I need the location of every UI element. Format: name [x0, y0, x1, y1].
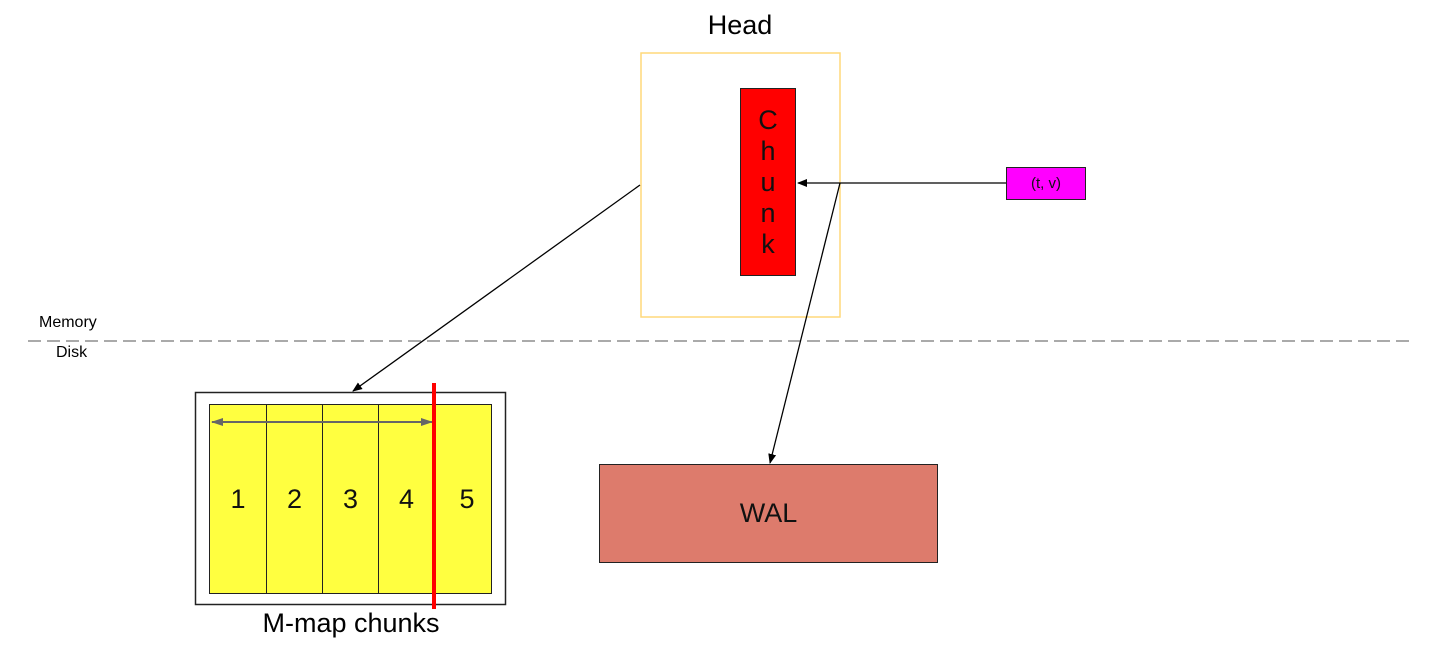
- head-chunk-letter: n: [760, 197, 776, 228]
- mmap-chunk-number: 3: [342, 483, 359, 514]
- head-chunk-letter: h: [760, 135, 776, 166]
- wal-label: WAL: [739, 498, 798, 528]
- mmap-chunk-number: 1: [230, 483, 246, 514]
- head-title: Head: [707, 10, 773, 40]
- mmap-chunk-cell: 3: [322, 404, 379, 594]
- sample-label: (t, v): [1031, 175, 1061, 192]
- mmap-label: M-map chunks: [262, 608, 440, 638]
- sample-box: (t, v): [1006, 167, 1086, 200]
- mmap-chunk-cell: 1: [209, 404, 267, 594]
- head-chunk-letter: C: [758, 104, 778, 135]
- mmap-chunk-number: 4: [398, 483, 415, 514]
- arrow-head-to-mmap: [352, 184, 641, 392]
- memory-label: Memory: [39, 314, 97, 331]
- head-chunk-box: C h u n k: [740, 88, 796, 276]
- mmap-chunk-cell: 4: [378, 404, 435, 594]
- head-chunk-letter: u: [760, 166, 776, 197]
- mmap-chunk-number: 2: [286, 483, 303, 514]
- disk-label: Disk: [56, 344, 88, 361]
- mmap-chunk-cell: 2: [266, 404, 323, 594]
- arrow-head-to-wal: [768, 182, 841, 464]
- mmap-chunk-cell: 5: [434, 404, 492, 594]
- wal-box: WAL: [599, 464, 938, 563]
- mmap-chunk-number: 5: [459, 483, 475, 514]
- head-chunk-letter: k: [761, 228, 775, 259]
